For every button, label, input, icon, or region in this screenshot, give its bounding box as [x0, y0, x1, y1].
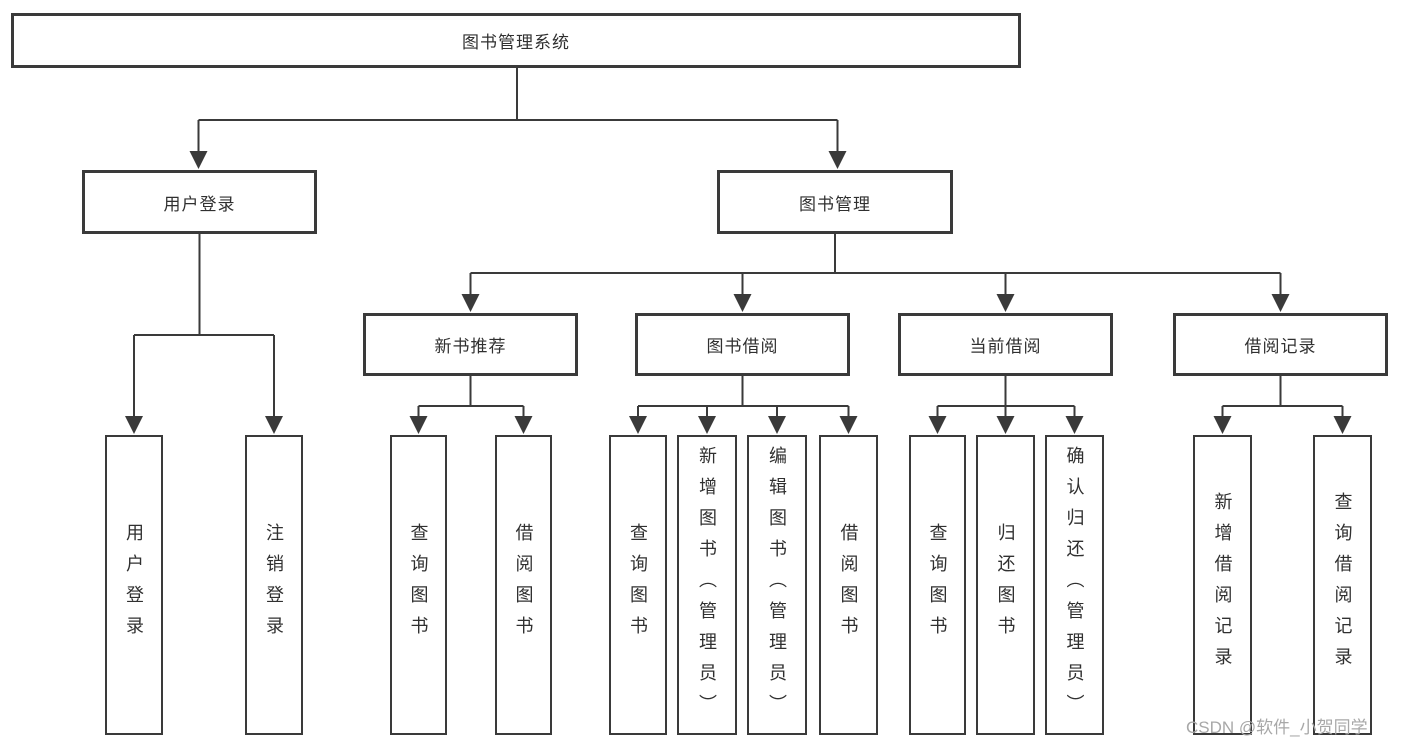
node-borrow-records: 借阅记录 — [1173, 313, 1388, 376]
node-new-book-recommend-label: 新书推荐 — [434, 337, 507, 356]
leaf-rec-query-book-label: 查询图书 — [408, 523, 429, 647]
node-user-login-label: 用户登录 — [163, 194, 236, 214]
leaf-br-add-record-label: 新增借阅记录 — [1212, 492, 1233, 678]
leaf-rec-borrow-book-label: 借阅图书 — [513, 523, 534, 647]
leaf-br-query-record-label: 查询借阅记录 — [1332, 492, 1353, 678]
leaf-user-login: 用户登录 — [105, 435, 163, 735]
node-new-book-recommend: 新书推荐 — [363, 313, 578, 376]
node-book-management-label: 图书管理 — [799, 194, 871, 214]
leaf-br-query-record: 查询借阅记录 — [1313, 435, 1372, 735]
leaf-br-add-record: 新增借阅记录 — [1193, 435, 1252, 735]
node-borrow-records-label: 借阅记录 — [1244, 337, 1317, 356]
node-user-login: 用户登录 — [82, 170, 317, 234]
node-book-management: 图书管理 — [717, 170, 953, 234]
leaf-bb-edit-book-label: 编辑图书（管理员） — [767, 445, 787, 725]
node-book-borrow: 图书借阅 — [635, 313, 850, 376]
leaf-cb-return-book-label: 归还图书 — [995, 523, 1016, 647]
node-current-borrow: 当前借阅 — [898, 313, 1113, 376]
leaf-bb-borrow-book: 借阅图书 — [819, 435, 878, 735]
node-current-borrow-label: 当前借阅 — [969, 337, 1042, 356]
leaf-bb-query-book-label: 查询图书 — [628, 523, 648, 647]
leaf-bb-borrow-book-label: 借阅图书 — [838, 523, 859, 647]
leaf-bb-add-book-label: 新增图书（管理员） — [697, 445, 717, 725]
node-root-label: 图书管理系统 — [462, 33, 570, 52]
leaf-user-login-label: 用户登录 — [124, 523, 144, 647]
leaf-bb-edit-book: 编辑图书（管理员） — [747, 435, 807, 735]
csdn-watermark: CSDN @软件_小贺同学 — [1186, 718, 1368, 737]
leaf-rec-borrow-book: 借阅图书 — [495, 435, 552, 735]
leaf-cb-return-book: 归还图书 — [976, 435, 1035, 735]
leaf-logout: 注销登录 — [245, 435, 303, 735]
leaf-rec-query-book: 查询图书 — [390, 435, 447, 735]
leaf-cb-query-book-label: 查询图书 — [927, 523, 948, 647]
leaf-bb-query-book: 查询图书 — [609, 435, 667, 735]
leaf-cb-confirm-return-label: 确认归还（管理员） — [1064, 445, 1085, 725]
node-root: 图书管理系统 — [11, 13, 1021, 68]
leaf-bb-add-book: 新增图书（管理员） — [677, 435, 737, 735]
leaf-logout-label: 注销登录 — [264, 523, 284, 647]
leaf-cb-confirm-return: 确认归还（管理员） — [1045, 435, 1104, 735]
leaf-cb-query-book: 查询图书 — [909, 435, 966, 735]
node-book-borrow-label: 图书借阅 — [706, 337, 779, 356]
